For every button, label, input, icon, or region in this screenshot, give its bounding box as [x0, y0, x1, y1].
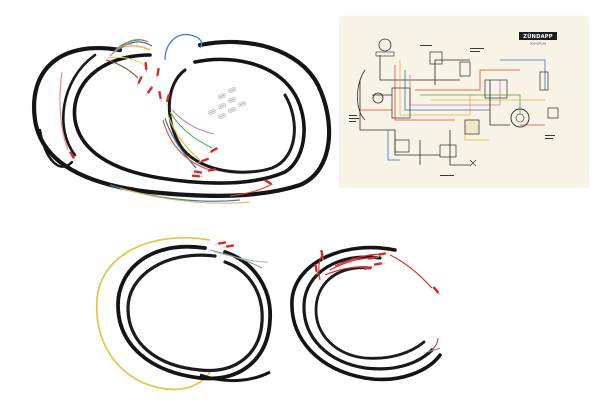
wire-connectors: [207, 86, 247, 120]
cable-bundle-with-red-terminals: [290, 245, 442, 382]
wiring-diagram-sheet: ZÜNDAPP SCHALTPLAN: [340, 17, 588, 187]
diagram-logo: ZÜNDAPP: [523, 33, 553, 40]
cable-loop-with-yellow-wire: [95, 236, 272, 391]
main-wiring-harness: [31, 33, 332, 204]
diagram-subtitle: SCHALTPLAN: [530, 43, 546, 46]
